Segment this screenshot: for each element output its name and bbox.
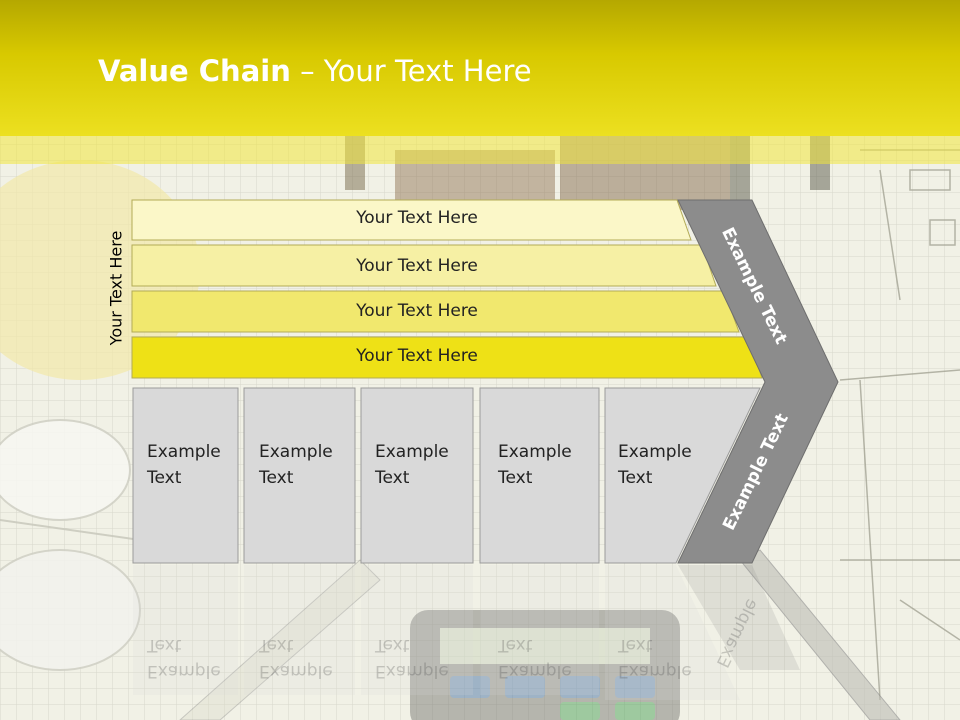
header-band	[0, 136, 960, 164]
box-label-4: Example Text	[498, 442, 572, 488]
box-shape-2	[243, 387, 356, 564]
box-label-3: Example Text	[375, 442, 449, 488]
row-label-3: Your Text Here	[356, 301, 478, 321]
reflection-label-2: Example Text	[259, 635, 333, 681]
reflection-label-3: Example Text	[375, 635, 449, 681]
title-bold: Value Chain	[98, 54, 291, 88]
reflection-label-4: Example Text	[498, 635, 572, 681]
title-rest: – Your Text Here	[290, 54, 532, 88]
row-label-4: Your Text Here	[356, 346, 478, 366]
box-shape-5	[604, 387, 761, 564]
box-shape-3	[360, 387, 474, 564]
row-label-1: Your Text Here	[356, 208, 478, 228]
slide-title: Value Chain – Your Text Here	[98, 54, 532, 88]
box-label-5: Example Text	[618, 442, 692, 488]
chevron-arrow-shape	[677, 199, 839, 564]
box-label-1: Example Text	[147, 442, 221, 488]
row-shape-2	[131, 244, 717, 287]
box-shape-1	[132, 387, 239, 564]
row-shape-4	[131, 336, 763, 379]
box-shape-4	[479, 387, 600, 564]
row-shape-1	[131, 199, 692, 241]
reflection-label-1: Example Text	[147, 635, 221, 681]
row-label-2: Your Text Here	[356, 256, 478, 276]
row-shape-3	[131, 290, 740, 333]
header-banner	[0, 0, 960, 136]
reflection-label-5: Example Text	[618, 635, 692, 681]
box-label-2: Example Text	[259, 442, 333, 488]
